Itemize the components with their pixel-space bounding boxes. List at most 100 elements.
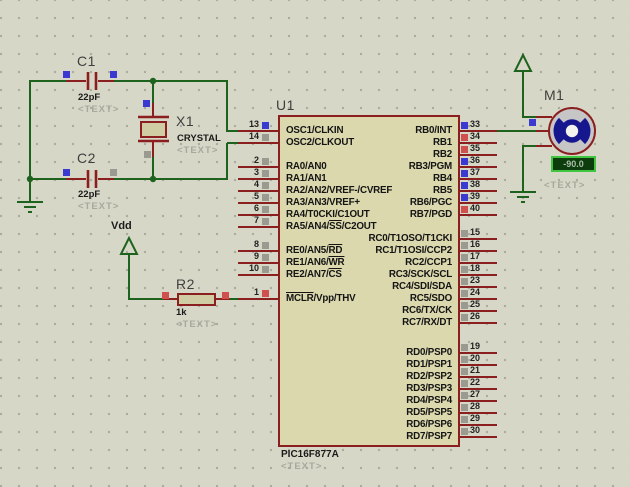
pin-name-17: RC2/CCP1 — [405, 257, 452, 268]
pin-number-37: 37 — [470, 167, 481, 177]
pin-number-23: 23 — [470, 275, 481, 285]
ic-pin-16[interactable] — [460, 250, 497, 252]
pin-state-indicator-34 — [461, 134, 468, 141]
ic-pin-40[interactable] — [460, 214, 497, 216]
ic-pin-20[interactable] — [460, 364, 497, 366]
pin-number-26: 26 — [470, 311, 481, 321]
r2-text-placeholder[interactable]: <TEXT> — [176, 319, 218, 330]
pin-name-1: MCLR/Vpp/THV — [286, 293, 356, 304]
pin-number-3: 3 — [253, 167, 259, 177]
ic-pin-23[interactable] — [460, 286, 497, 288]
ic-pin-7[interactable] — [238, 226, 278, 228]
pin-name-33: RB0/INT — [415, 125, 452, 136]
c1-text-placeholder[interactable]: <TEXT> — [78, 104, 120, 115]
ic-pin-6[interactable] — [238, 214, 278, 216]
pin-number-6: 6 — [253, 203, 259, 213]
resistor-r2[interactable] — [164, 293, 230, 306]
ic-pin-8[interactable] — [238, 250, 278, 252]
pin-state-indicator-21 — [461, 368, 468, 375]
pin-state-indicator-17 — [461, 254, 468, 261]
pin-state-indicator-38 — [461, 182, 468, 189]
ic-pin-2[interactable] — [238, 166, 278, 168]
pin-state-indicator-7 — [262, 218, 269, 225]
ic-pin-21[interactable] — [460, 376, 497, 378]
ic-pin-36[interactable] — [460, 166, 497, 168]
ic-pin-24[interactable] — [460, 298, 497, 300]
c1-value-label[interactable]: 22pF — [78, 92, 101, 103]
ic-pin-28[interactable] — [460, 412, 497, 414]
x1-ref-label[interactable]: X1 — [176, 113, 195, 129]
m1-ref-label[interactable]: M1 — [544, 87, 565, 103]
ic-pin-15[interactable] — [460, 238, 497, 240]
pin-number-34: 34 — [470, 131, 481, 141]
ic-part-label[interactable]: PIC16F877A — [281, 449, 339, 460]
ic-pin-14[interactable] — [238, 142, 278, 144]
ic-pin-3[interactable] — [238, 178, 278, 180]
pin-name-3: RA1/AN1 — [286, 173, 327, 184]
r2-value-label[interactable]: 1k — [176, 307, 187, 318]
pin-state-indicator-18 — [461, 266, 468, 273]
c1-ref-label[interactable]: C1 — [77, 53, 96, 69]
capacitor-c1[interactable] — [66, 72, 114, 90]
ic-pin-17[interactable] — [460, 262, 497, 264]
pin-number-40: 40 — [470, 203, 481, 213]
ic-pin-33[interactable] — [460, 130, 497, 132]
ic-pin-25[interactable] — [460, 310, 497, 312]
x1-value-label[interactable]: CRYSTAL — [177, 133, 221, 144]
ic-text-placeholder[interactable]: <TEXT> — [281, 461, 323, 472]
pin-number-24: 24 — [470, 287, 481, 297]
ic-pin-39[interactable] — [460, 202, 497, 204]
c2-text-placeholder[interactable]: <TEXT> — [78, 201, 120, 212]
ic-pin-13[interactable] — [238, 130, 278, 132]
junction-dot — [149, 77, 157, 85]
pin-state-indicator-14 — [262, 134, 269, 141]
ic-body-pic16f877a[interactable] — [278, 115, 460, 447]
ic-pin-38[interactable] — [460, 190, 497, 192]
ic-pin-10[interactable] — [238, 274, 278, 276]
ic-pin-26[interactable] — [460, 322, 497, 324]
servo-power-arrow[interactable] — [513, 52, 533, 72]
selection-handles — [63, 71, 536, 299]
m1-text-placeholder[interactable]: <TEXT> — [544, 180, 586, 191]
ic-pin-22[interactable] — [460, 388, 497, 390]
ic-pin-1[interactable] — [238, 298, 278, 300]
ground-symbol-servo[interactable] — [510, 191, 536, 203]
ic-pin-30[interactable] — [460, 436, 497, 438]
ic-pin-5[interactable] — [238, 202, 278, 204]
vdd-power-arrow[interactable] — [119, 235, 139, 255]
junction-dot — [149, 175, 157, 183]
pin-name-40: RB7/PGD — [409, 209, 452, 220]
ic-ref-label[interactable]: U1 — [276, 97, 295, 113]
c2-value-label[interactable]: 22pF — [78, 189, 101, 200]
pin-name-28: RD5/PSP5 — [406, 407, 452, 418]
c2-ref-label[interactable]: C2 — [77, 150, 96, 166]
ic-pin-18[interactable] — [460, 274, 497, 276]
ic-pin-34[interactable] — [460, 142, 497, 144]
ic-pin-35[interactable] — [460, 154, 497, 156]
pin-name-7: RA5/AN4/SS/C2OUT — [286, 221, 377, 232]
vdd-label[interactable]: Vdd — [111, 220, 132, 232]
pin-name-6: RA4/T0CKI/C1OUT — [286, 209, 370, 220]
x1-text-placeholder[interactable]: <TEXT> — [177, 145, 219, 156]
pin-state-indicator-5 — [262, 194, 269, 201]
ic-pin-9[interactable] — [238, 262, 278, 264]
pin-state-indicator-13 — [262, 122, 269, 129]
pin-name-2: RA0/AN0 — [286, 161, 327, 172]
r2-ref-label[interactable]: R2 — [176, 276, 195, 292]
ground-symbol-left[interactable] — [17, 201, 43, 213]
ic-pin-27[interactable] — [460, 400, 497, 402]
capacitor-c2[interactable] — [66, 170, 114, 188]
ic-pin-37[interactable] — [460, 178, 497, 180]
ic-pin-29[interactable] — [460, 424, 497, 426]
crystal-x1[interactable] — [138, 103, 169, 157]
pin-state-indicator-36 — [461, 158, 468, 165]
pin-number-9: 9 — [253, 251, 259, 261]
pin-state-indicator-39 — [461, 194, 468, 201]
pin-number-18: 18 — [470, 263, 481, 273]
servo-motor-m1[interactable] — [536, 107, 596, 155]
ic-pin-4[interactable] — [238, 190, 278, 192]
ic-pin-19[interactable] — [460, 352, 497, 354]
pin-number-8: 8 — [253, 239, 259, 249]
pin-name-15: RC0/T1OSO/T1CKI — [368, 233, 452, 244]
